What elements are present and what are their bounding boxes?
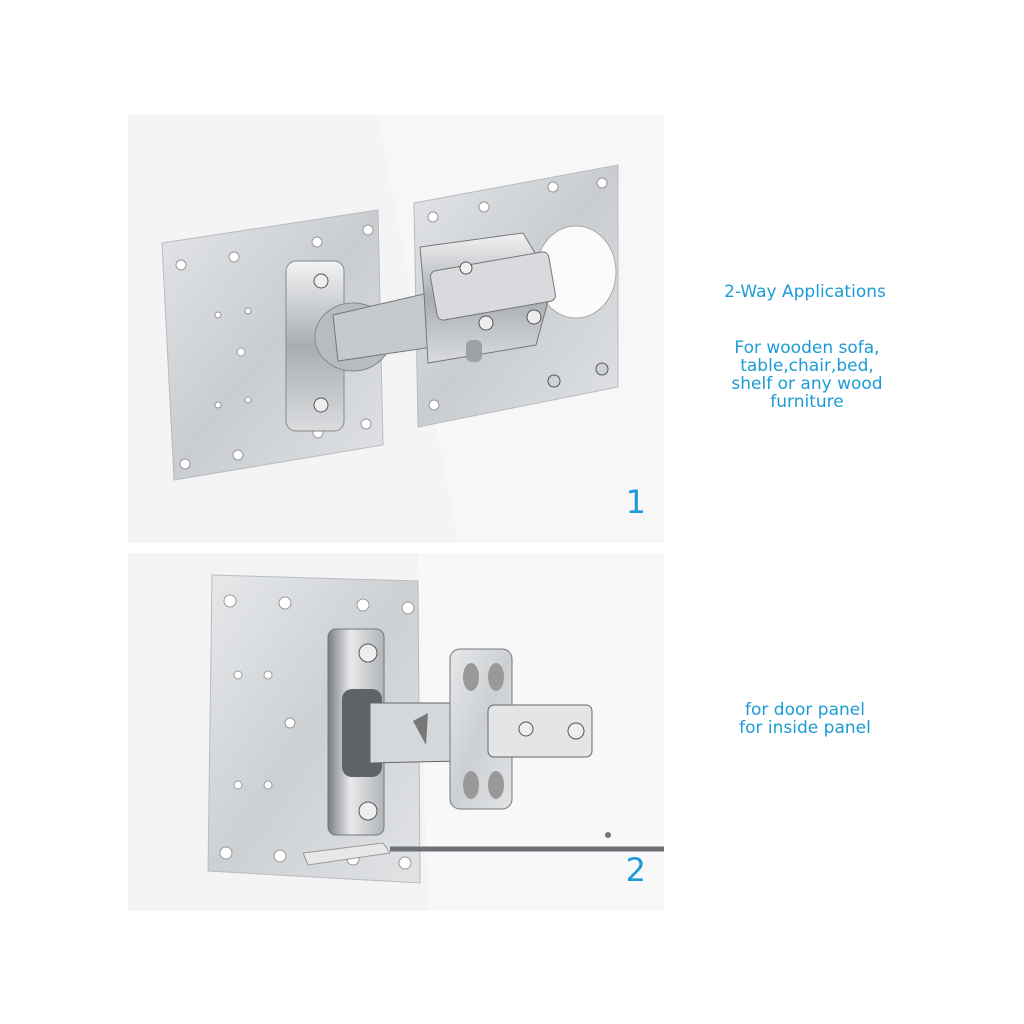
photo-panel-2: 2 [128, 553, 664, 911]
caption-door-line: for inside panel [739, 718, 871, 738]
door-hinge [327, 628, 593, 836]
photo-panel-1: 1 [128, 115, 664, 543]
hinge-photo-1 [128, 115, 664, 543]
caption-door-line: for door panel [745, 700, 865, 720]
caption-title: 2-Way Applications [724, 282, 886, 302]
caption-description-line: For wooden sofa, [734, 338, 880, 358]
panel-number-2: 2 [625, 851, 646, 889]
caption-description: For wooden sofa, table,chair,bed, shelf … [712, 339, 902, 411]
caption-description-line: furniture [770, 392, 844, 412]
panel-number-1: 1 [625, 483, 646, 521]
caption-door-panel: for door panel for inside panel [710, 701, 900, 737]
hinge-photo-2 [128, 553, 664, 911]
caption-description-line: shelf or any wood [731, 374, 883, 394]
cabinet-hinge [285, 232, 609, 432]
caption-description-line: table,chair,bed, [740, 356, 874, 376]
screwdriver [302, 832, 664, 866]
